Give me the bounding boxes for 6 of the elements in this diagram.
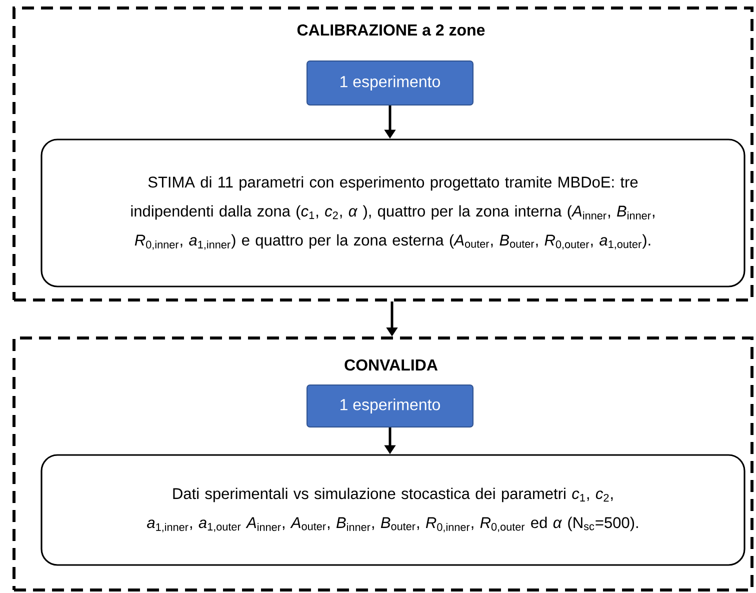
text-box: Dati sperimentali vs simulazione stocastica dei parametri c$_{1}$, c$_{2}$, a$_{1,inner}$, a$_{1,outer}$ A$_{inner}$, A$_{outer}$, B$_{inner}$, B$_{outer}$, R$_{0,inner}$, R$_{0,outer}$ ed α (N$_{sc}$=500). (40, 454, 746, 566)
group-heading: CALIBRAZIONE a 2 zone (297, 24, 485, 36)
step-box: 1 esperimento (306, 60, 474, 106)
group-heading: CONVALIDA (344, 359, 438, 371)
text-box: STIMA di 11 parametri con esperimento progettato tramite MBDoE: tre indipendenti dalla zona (c$_{1}$, c$_{2}$, α ), quattro per la zona interna (A$_{inner}$, B$_{inner}$, R$_{0,inner}$, a$_{1,inner}$) e quattro per la zona esterna (A$_{outer}$, B$_{outer}$, R$_{0,outer}$, a$_{1,outer}$). (40, 138, 746, 288)
step-box: 1 esperimento (306, 384, 474, 428)
